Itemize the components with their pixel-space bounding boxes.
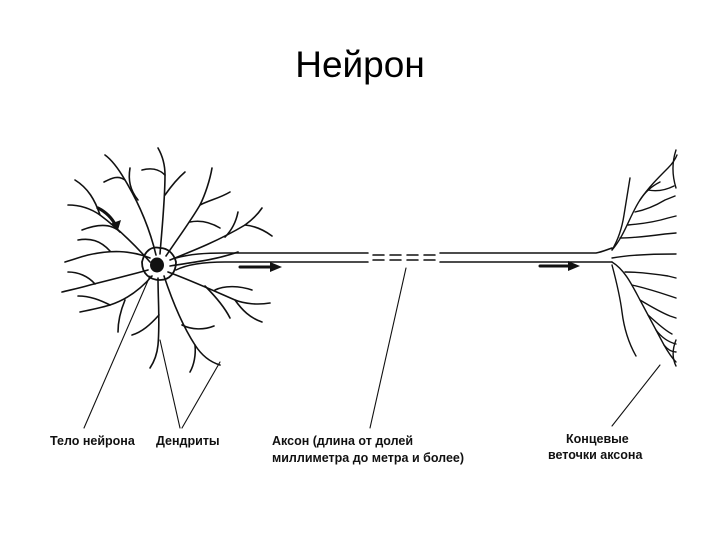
- dendrites: [61, 147, 273, 373]
- arrow-axon-2-head: [568, 261, 580, 271]
- axon: [175, 247, 613, 271]
- nucleus: [150, 257, 164, 273]
- leader-dendrite-2: [181, 361, 221, 429]
- label-terminals-line2: веточки аксона: [548, 448, 643, 462]
- arrow-axon-1-head: [270, 262, 282, 272]
- leader-axon: [369, 267, 407, 429]
- leader-terminals: [611, 364, 661, 427]
- axon-terminals: [611, 149, 678, 367]
- label-terminals-line1: Концевые: [566, 432, 629, 446]
- label-cell-body: Тело нейрона: [50, 434, 135, 448]
- leader-lines: [83, 267, 661, 429]
- leader-dendrite-1: [159, 339, 181, 429]
- leader-cell-body: [83, 275, 151, 429]
- label-axon-line2: миллиметра до метра и более): [272, 451, 465, 465]
- page-title: Нейрон: [295, 44, 425, 85]
- label-axon-line1: Аксон (длина от долей: [272, 434, 414, 448]
- label-dendrites: Дендриты: [156, 434, 220, 448]
- arrow-into-cell-head: [110, 220, 121, 230]
- cell-body: [141, 246, 177, 281]
- signal-arrows: [96, 206, 580, 272]
